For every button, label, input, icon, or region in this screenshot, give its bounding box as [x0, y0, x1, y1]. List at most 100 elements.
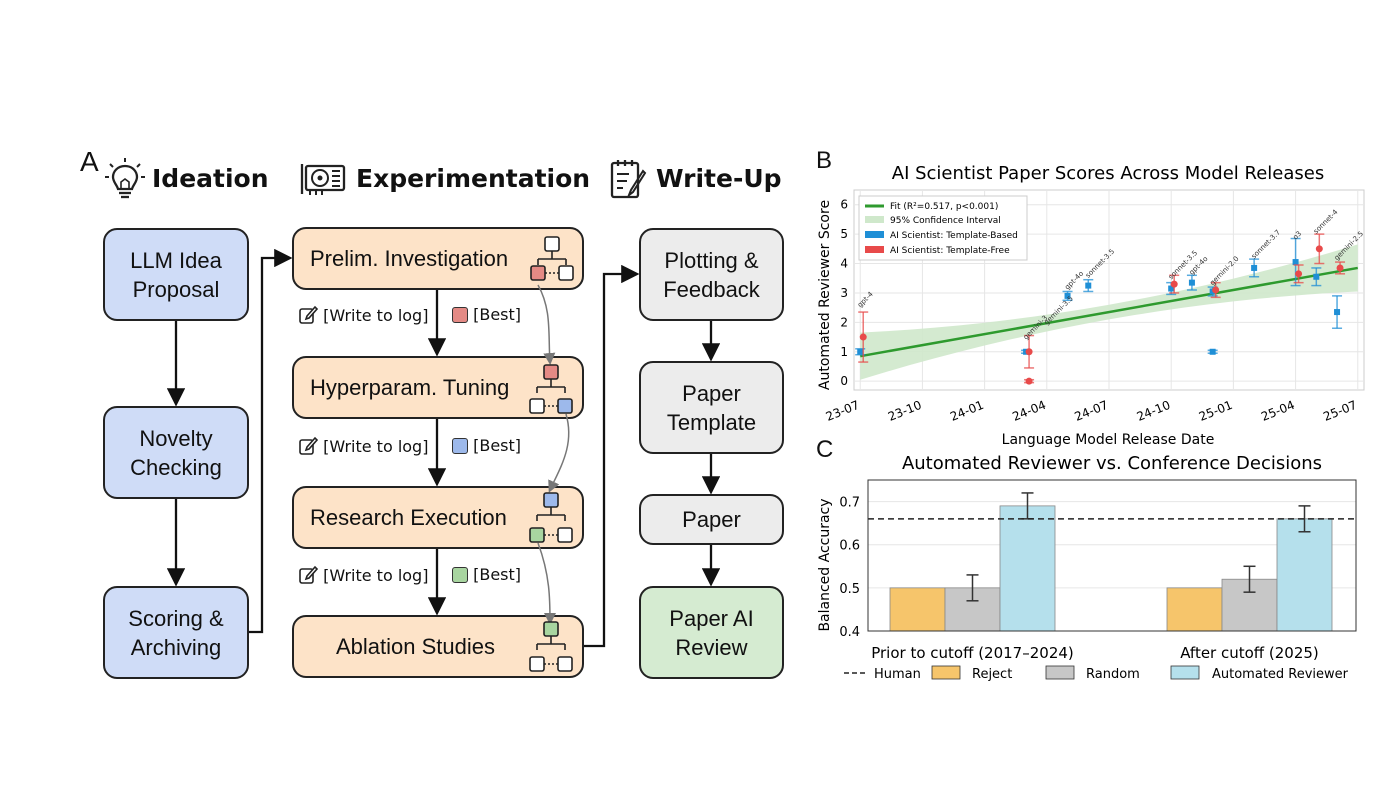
y-tick-label: 0.5: [839, 582, 860, 597]
data-point: [1311, 267, 1322, 287]
marker: [857, 348, 864, 355]
ablation-studies-label: Ablation Studies: [336, 634, 495, 659]
marker: [1292, 259, 1299, 266]
chart-b-xlabel: Language Model Release Date: [1002, 432, 1215, 447]
best-label: [Best]: [473, 436, 522, 455]
model-annotation: gpt-4o: [1063, 270, 1085, 292]
y-tick-label: 4: [840, 257, 848, 271]
best-swatch: [452, 567, 468, 583]
marker: [1313, 273, 1320, 280]
marker: [1295, 270, 1303, 278]
marker: [1188, 279, 1195, 286]
panel-b-label: B: [816, 147, 833, 174]
legend-swatch-ci: [865, 216, 884, 223]
legend-swatch-random: [1045, 665, 1075, 680]
marker: [1336, 264, 1344, 272]
pencil-icon: [299, 565, 319, 584]
x-tick-label: 24-07: [1073, 398, 1111, 424]
legend-swatch-reviewer: [1170, 665, 1200, 680]
research-execution-label: Research Execution: [310, 505, 507, 530]
pencil-icon: [299, 436, 319, 455]
novelty-checking-box: Novelty Checking: [103, 406, 249, 499]
y-tick-label: 0.7: [839, 496, 860, 511]
category-label: Prior to cutoff (2017–2024): [871, 644, 1074, 662]
marker: [1168, 285, 1175, 292]
bar: [999, 505, 1056, 632]
experimentation-heading: Experimentation: [356, 164, 591, 193]
x-tick-label: 23-07: [824, 398, 862, 424]
y-tick-label: 6: [840, 198, 848, 212]
legend-reject: Reject: [972, 667, 1012, 682]
category-label: After cutoff (2025): [1180, 644, 1319, 662]
data-point: [1207, 348, 1218, 355]
panel-c-label: C: [816, 436, 834, 463]
prelim-investigation-label: Prelim. Investigation: [310, 246, 509, 271]
ablation-studies-box: Ablation Studies: [292, 615, 584, 678]
best-swatch: [452, 438, 468, 454]
y-tick-label: 0: [840, 374, 848, 388]
data-point: [1024, 377, 1035, 385]
ideation-heading: Ideation: [152, 164, 269, 193]
data-point: [858, 311, 869, 363]
x-tick-label: 25-01: [1197, 398, 1235, 424]
x-tick-label: 24-10: [1135, 398, 1173, 424]
legend-random: Random: [1086, 667, 1140, 682]
x-tick-label: 23-10: [886, 398, 924, 424]
marker: [1170, 280, 1178, 288]
data-point: [1293, 264, 1304, 284]
panel-a-label: A: [80, 146, 99, 177]
data-point: [1169, 274, 1180, 294]
data-point: [1210, 281, 1221, 299]
best-note: [Best]: [452, 436, 521, 455]
bar: [1276, 518, 1333, 632]
marker: [1251, 264, 1258, 271]
best-swatch: [452, 307, 468, 323]
chart-b-title: AI Scientist Paper Scores Across Model R…: [892, 163, 1324, 184]
legend-human: Human: [874, 667, 921, 682]
y-tick-label: 0.6: [839, 539, 860, 554]
data-point: [1024, 334, 1035, 369]
legend-fit: Fit (R²=0.517, p<0.001): [890, 202, 998, 212]
score-scatter-chart: AI Scientist Paper Scores Across Model R…: [817, 163, 1365, 447]
ideation-arrows: [166, 248, 721, 648]
best-note: [Best]: [452, 305, 521, 324]
hyperparam-tuning-label: Hyperparam. Tuning: [310, 375, 510, 400]
write-log-label: [Write to log]: [323, 306, 429, 325]
data-point: [1314, 233, 1325, 265]
marker: [1025, 348, 1033, 356]
legend-template-based: AI Scientist: Template-Based: [890, 231, 1018, 241]
y-tick-label: 5: [840, 227, 848, 241]
data-point: [1062, 290, 1073, 302]
notepad-icon: [609, 157, 647, 206]
best-node-links: [537, 284, 570, 625]
x-tick-label: 25-04: [1259, 398, 1297, 424]
y-tick-label: 0.4: [839, 625, 860, 640]
model-annotation: sonnet-3.7: [1250, 228, 1282, 260]
chart-c-legend: Human Reject Random Automated Reviewer: [844, 665, 1349, 682]
model-annotation: o3: [1291, 230, 1303, 242]
best-label: [Best]: [473, 565, 522, 584]
marker: [859, 333, 867, 341]
legend-automated-reviewer: Automated Reviewer: [1212, 667, 1349, 682]
data-point: [1186, 274, 1197, 291]
model-annotation: sonnet-4: [1312, 208, 1340, 236]
bar: [1166, 587, 1223, 632]
best-note: [Best]: [452, 565, 521, 584]
legend-swatch-free: [865, 246, 884, 253]
plotting-feedback-box: Plotting & Feedback: [639, 228, 784, 321]
data-point: [1335, 261, 1346, 275]
paper-template-box: Paper Template: [639, 361, 784, 454]
paper-box: Paper: [639, 494, 784, 545]
bar: [889, 587, 946, 632]
hyperparam-tuning-box: Hyperparam. Tuning: [292, 356, 584, 419]
legend-swatch-reject: [931, 665, 961, 680]
write-log-label: [Write to log]: [323, 437, 429, 456]
plot-area: [867, 479, 1357, 632]
chart-c-ylabel: Balanced Accuracy: [817, 498, 833, 631]
marker: [1334, 309, 1341, 316]
data-point: [1290, 237, 1301, 287]
data-point: [1083, 278, 1094, 293]
x-tick-label: 24-01: [948, 398, 986, 424]
y-tick-label: 1: [840, 345, 848, 359]
